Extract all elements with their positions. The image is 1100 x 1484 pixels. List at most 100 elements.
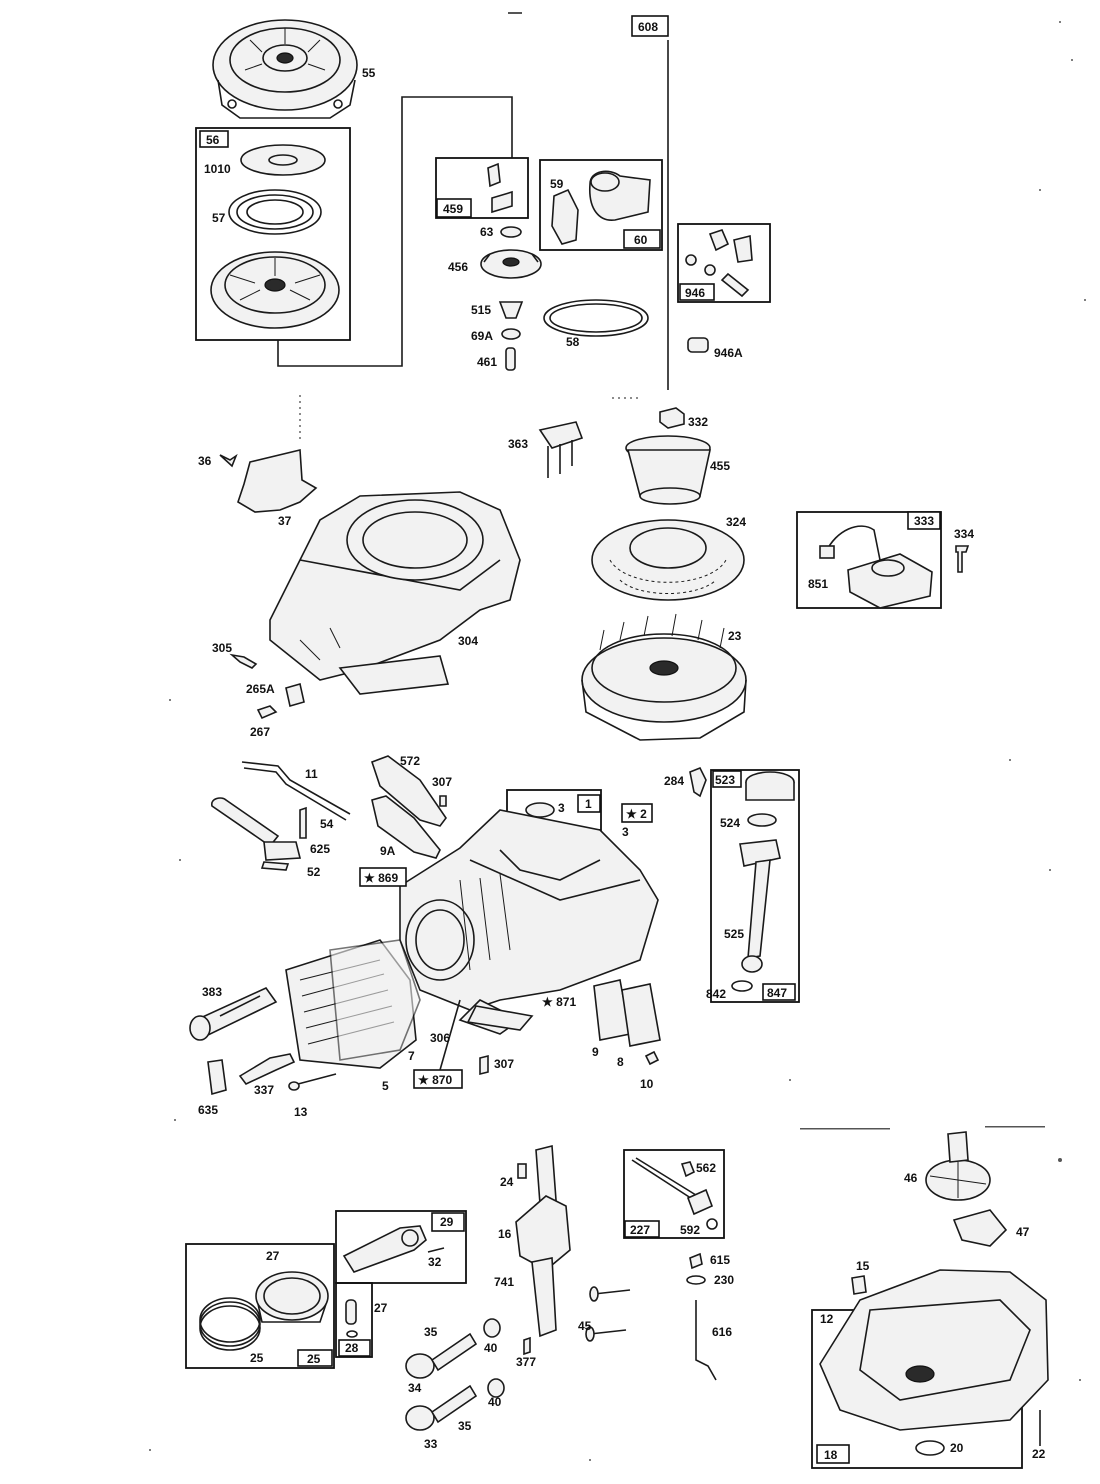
label-459: 459 (443, 202, 463, 216)
label-515: 515 (471, 303, 491, 317)
label-572: 572 (400, 754, 420, 768)
label-18: 18 (824, 1448, 838, 1462)
label-523: 523 (715, 773, 735, 787)
pulley-spring (543, 299, 649, 337)
label-562: 562 (696, 1161, 716, 1175)
label-635: 635 (198, 1103, 218, 1117)
label-851: 851 (808, 577, 828, 591)
label-56: 56 (206, 133, 220, 147)
label-625: 625 (310, 842, 330, 856)
label-871: ★ 871 (542, 995, 576, 1009)
label-741: 741 (494, 1275, 514, 1289)
gaskets-572-9a (370, 755, 447, 859)
part-946a (687, 337, 709, 353)
cylinder-block (399, 809, 659, 1035)
label-16: 16 (498, 1227, 512, 1241)
label-946a: 946A (714, 346, 743, 360)
crankshaft (515, 1144, 571, 1338)
label-304: 304 (458, 634, 478, 648)
label-456: 456 (448, 260, 468, 274)
blower-housing-guard (219, 449, 318, 513)
label-27a: 27 (266, 1249, 280, 1263)
label-267: 267 (250, 725, 270, 739)
label-28: 28 (345, 1341, 359, 1355)
label-383: 383 (202, 985, 222, 999)
label-230: 230 (714, 1273, 734, 1287)
label-525: 525 (724, 927, 744, 941)
starter-gear-stack (480, 226, 542, 371)
camshaft-gear (925, 1131, 991, 1201)
label-15: 15 (856, 1259, 870, 1273)
label-227: 227 (630, 1223, 650, 1237)
label-1: 1 (585, 797, 592, 811)
part-307b (479, 1054, 489, 1076)
label-25b: 25 (307, 1352, 321, 1366)
breather-383 (189, 986, 278, 1041)
label-37: 37 (278, 514, 292, 528)
label-1010: 1010 (204, 162, 231, 176)
label-58: 58 (566, 335, 580, 349)
part-labels: 55 56 1010 57 608 459 63 456 515 69A 461… (198, 20, 1046, 1462)
label-3b: 3 (622, 825, 629, 839)
label-307b: 307 (494, 1057, 514, 1071)
label-52: 52 (307, 865, 321, 879)
ignition-armature-box (796, 511, 942, 609)
label-333: 333 (914, 514, 934, 528)
label-334: 334 (954, 527, 974, 541)
label-13: 13 (294, 1105, 308, 1119)
label-461: 461 (477, 355, 497, 369)
label-307a: 307 (432, 775, 452, 789)
label-592: 592 (680, 1223, 700, 1237)
label-59: 59 (550, 177, 564, 191)
label-265a: 265A (246, 682, 275, 696)
label-10: 10 (640, 1077, 654, 1091)
label-9a: 9A (380, 844, 396, 858)
label-32: 32 (428, 1255, 442, 1269)
label-20: 20 (950, 1441, 964, 1455)
label-69a: 69A (471, 329, 493, 343)
piston-box (185, 1243, 335, 1369)
label-47: 47 (1016, 1225, 1030, 1239)
label-5: 5 (382, 1079, 389, 1093)
label-33: 33 (424, 1437, 438, 1451)
label-870: ★ 870 (418, 1073, 452, 1087)
bolts-45 (523, 1286, 631, 1356)
label-8: 8 (617, 1055, 624, 1069)
part-284 (689, 766, 707, 798)
starter-pulley-kit-box (195, 127, 351, 341)
label-3a: 3 (558, 801, 565, 815)
cylinder-head (285, 939, 421, 1069)
label-332: 332 (688, 415, 708, 429)
label-34: 34 (408, 1381, 422, 1395)
label-60: 60 (634, 233, 648, 247)
label-842: 842 (706, 987, 726, 1001)
label-9: 9 (592, 1045, 599, 1059)
piston-pin-box (335, 1282, 373, 1358)
label-337: 337 (254, 1083, 274, 1097)
label-284: 284 (664, 774, 684, 788)
label-23: 23 (728, 629, 742, 643)
ground-switch-363 (538, 421, 584, 478)
label-46: 46 (904, 1171, 918, 1185)
label-35a: 35 (424, 1325, 438, 1339)
oil-fill-tube-box (710, 769, 800, 1003)
blower-housing (269, 491, 521, 695)
label-35b: 35 (458, 1419, 472, 1433)
label-36: 36 (198, 454, 212, 468)
label-57: 57 (212, 211, 226, 225)
crankcase-cover-box (811, 1269, 1049, 1469)
label-377: 377 (516, 1355, 536, 1369)
label-25a: 25 (250, 1351, 264, 1365)
link-kit-box-459 (435, 157, 529, 219)
valves-and-retainers (405, 1318, 505, 1431)
screw-334 (955, 545, 970, 573)
label-305: 305 (212, 641, 232, 655)
label-946: 946 (685, 286, 705, 300)
part-306 (466, 1005, 534, 1031)
flywheel (581, 613, 747, 741)
label-55: 55 (362, 66, 376, 80)
part-15 (851, 1275, 867, 1295)
label-524: 524 (720, 816, 740, 830)
connecting-rod-box (335, 1210, 467, 1284)
